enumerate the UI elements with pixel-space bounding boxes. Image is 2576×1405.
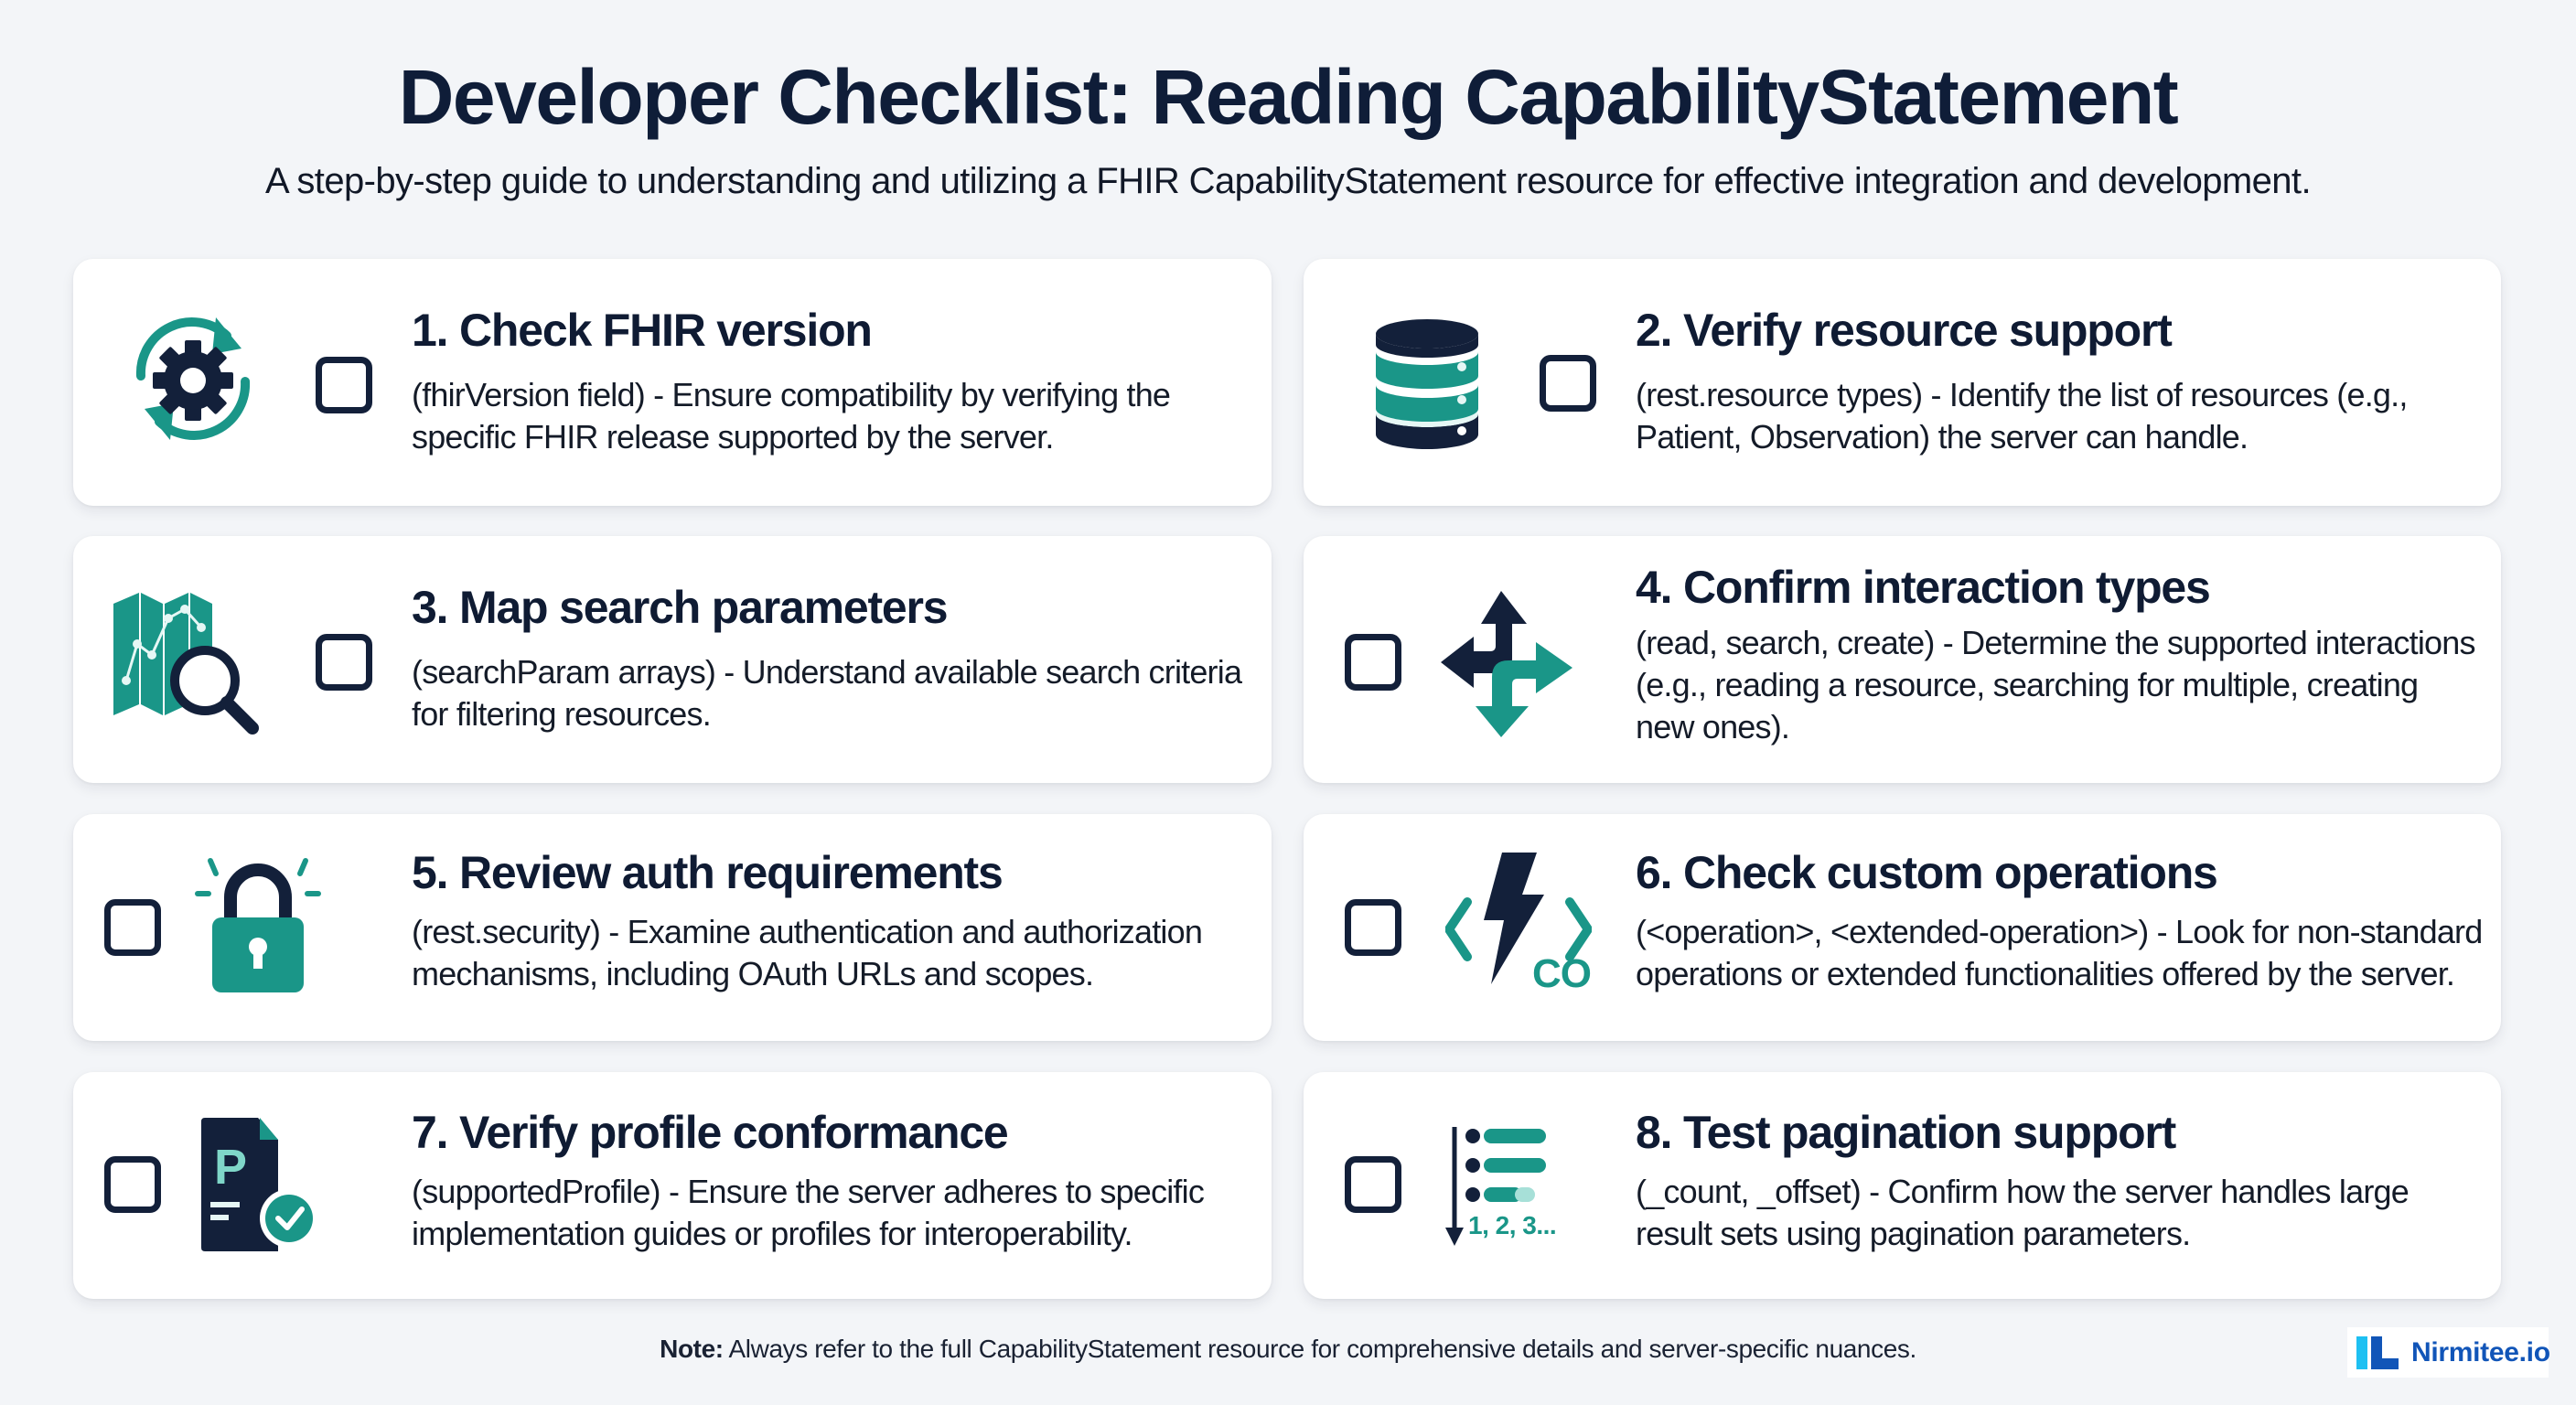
item-description: (rest.security) - Examine authentication… — [412, 912, 1203, 992]
page-subtitle: A step-by-step guide to understanding an… — [265, 161, 2312, 201]
item-5-text: 5. Review auth requirements (rest.securi… — [412, 847, 1253, 995]
note-label: Note: — [660, 1335, 724, 1363]
checklist-item-8: 1, 2, 3... 8. Test pagination support (_… — [1304, 1072, 2501, 1299]
item-6-text: 6. Check custom operations (<operation>,… — [1636, 847, 2483, 995]
map-search-icon — [113, 591, 269, 737]
database-icon — [1372, 314, 1482, 451]
gear-refresh-icon — [124, 310, 262, 447]
checklist-item-5: 5. Review auth requirements (rest.securi… — [73, 814, 1272, 1041]
item-3-text: 3. Map search parameters (searchParam ar… — [412, 582, 1253, 735]
item-title: 2. Verify resource support — [1636, 305, 2173, 356]
checklist-item-6: CO 6. Check custom operations (<operatio… — [1304, 814, 2501, 1041]
item-title: 6. Check custom operations — [1636, 847, 2218, 898]
nirmitee-logo-icon — [2356, 1335, 2399, 1369]
note-text: Always refer to the full CapabilityState… — [723, 1335, 1917, 1363]
footer-note: Note: Always refer to the full Capabilit… — [0, 1335, 2576, 1364]
checklist-item-4: 4. Confirm interaction types (read, sear… — [1304, 536, 2501, 783]
item-description: (read, search, create) - Determine the s… — [1636, 623, 2475, 745]
item-title: 7. Verify profile conformance — [412, 1107, 1009, 1158]
checkbox-item-6[interactable] — [1345, 899, 1401, 956]
svg-text:P: P — [214, 1140, 247, 1195]
item-8-text: 8. Test pagination support (_count, _off… — [1636, 1107, 2483, 1255]
profile-document-check-icon: P — [201, 1118, 329, 1255]
checkbox-item-1[interactable] — [316, 357, 372, 413]
checkbox-item-7[interactable] — [104, 1156, 161, 1213]
brand-logo[interactable]: Nirmitee.io — [2347, 1327, 2550, 1378]
direction-arrows-icon — [1441, 591, 1587, 737]
padlock-icon — [192, 855, 329, 992]
checkbox-item-3[interactable] — [316, 634, 372, 691]
item-description: (rest.resource types) - Identify the lis… — [1636, 375, 2408, 456]
item-description: (_count, _offset) - Confirm how the serv… — [1636, 1172, 2410, 1252]
item-description: (<operation>, <extended-operation>) - Lo… — [1636, 912, 2483, 992]
item-2-text: 2. Verify resource support (rest.resourc… — [1636, 305, 2483, 458]
item-title: 3. Map search parameters — [412, 582, 949, 633]
item-4-text: 4. Confirm interaction types (read, sear… — [1636, 562, 2483, 748]
checklist-item-1: 1. Check FHIR version (fhirVersion field… — [73, 259, 1272, 506]
checkbox-item-8[interactable] — [1345, 1156, 1401, 1213]
page-numbers-label: 1, 2, 3... — [1468, 1211, 1557, 1239]
checkbox-item-2[interactable] — [1540, 355, 1596, 412]
page-title: Developer Checklist: Reading CapabilityS… — [398, 54, 2179, 140]
item-description: (supportedProfile) - Ensure the server a… — [412, 1172, 1205, 1252]
checkbox-item-5[interactable] — [104, 899, 161, 956]
item-title: 8. Test pagination support — [1636, 1107, 2176, 1158]
co-label: CO — [1532, 951, 1592, 996]
item-title: 1. Check FHIR version — [412, 305, 873, 356]
code-lightning-icon — [1444, 853, 1593, 999]
checkbox-item-4[interactable] — [1345, 634, 1401, 691]
item-title: 5. Review auth requirements — [412, 847, 1004, 898]
item-1-text: 1. Check FHIR version (fhirVersion field… — [412, 305, 1253, 458]
item-title: 4. Confirm interaction types — [1636, 562, 2211, 613]
item-7-text: 7. Verify profile conformance (supported… — [412, 1107, 1253, 1255]
brand-name: Nirmitee.io — [2411, 1336, 2550, 1367]
checklist-item-2: 2. Verify resource support (rest.resourc… — [1304, 259, 2501, 506]
checklist-item-7: P 7. Verify profile conformance (support… — [73, 1072, 1272, 1299]
checklist-item-3: 3. Map search parameters (searchParam ar… — [73, 536, 1272, 783]
item-description: (fhirVersion field) - Ensure compatibili… — [412, 375, 1171, 456]
item-description: (searchParam arrays) - Understand availa… — [412, 652, 1242, 733]
paginated-list-icon — [1445, 1125, 1573, 1253]
